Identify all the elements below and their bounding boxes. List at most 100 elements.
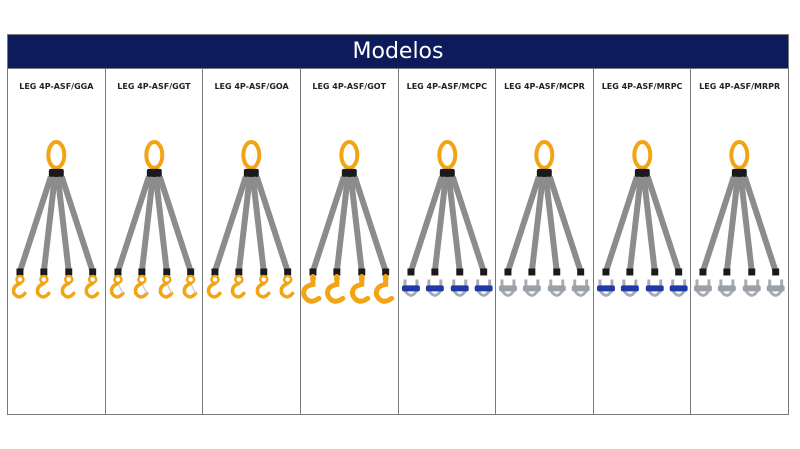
sling-illustration [596, 139, 688, 297]
model-column: LEG 4P-ASF/MRPR [691, 69, 788, 414]
swivel-hook-small-icon [231, 274, 246, 299]
sling-leg [114, 175, 152, 273]
leg-fitting [602, 268, 610, 276]
sling-leg [626, 176, 644, 272]
sling-illustration [207, 139, 295, 299]
leg-fitting [186, 268, 194, 276]
collar-icon [146, 168, 162, 178]
sling-illustration [301, 139, 395, 304]
sling-illustration [109, 139, 198, 299]
sling-leg [250, 176, 267, 272]
sling-illustration [499, 139, 590, 297]
sling-leg [602, 175, 640, 273]
leg-fitting [651, 268, 659, 276]
swivel-hook-small-icon [255, 274, 271, 299]
model-column: LEG 4P-ASF/MCPC [399, 69, 497, 414]
sling-leg [40, 176, 58, 272]
shackle-icon [743, 279, 762, 297]
large-hook-icon [349, 273, 371, 304]
master-link-icon [339, 139, 360, 170]
model-column: LEG 4P-ASF/GGA [8, 69, 106, 414]
model-column: LEG 4P-ASF/GOT [301, 69, 399, 414]
master-link-icon [729, 139, 750, 170]
model-label: LEG 4P-ASF/MRPC [601, 82, 683, 91]
sling-leg [449, 175, 487, 273]
sling-leg [738, 176, 756, 272]
shackle-icon [694, 279, 713, 297]
master-link-icon [632, 139, 653, 170]
master-link-icon [534, 139, 555, 170]
model-column: LEG 4P-ASF/MRPC [594, 69, 692, 414]
leg-fitting [455, 268, 463, 276]
swivel-hook-small-icon [279, 274, 295, 299]
swivel-hook-small-icon [35, 274, 51, 299]
collar-icon [244, 168, 260, 178]
swivel-hook-latch-icon [158, 274, 174, 299]
models-header: Modelos [8, 35, 788, 69]
sling-illustration [401, 139, 493, 297]
leg-fitting [162, 268, 170, 276]
swivel-hook-latch-icon [133, 274, 149, 299]
collar-icon [48, 168, 64, 178]
shackle-icon [547, 279, 566, 297]
collar-icon [341, 168, 357, 178]
shackle-icon [450, 279, 469, 297]
sling-leg [640, 176, 658, 272]
sling-leg [407, 175, 445, 273]
model-label: LEG 4P-ASF/GOA [214, 82, 289, 91]
master-link-icon [436, 139, 457, 170]
sling-leg [212, 175, 249, 273]
shackle-icon [571, 279, 590, 297]
shackle-icon [499, 279, 518, 297]
page-title: Modelos [352, 39, 444, 64]
sling-leg [254, 175, 291, 273]
leg-fitting [674, 268, 682, 276]
model-label: LEG 4P-ASF/MRPR [699, 82, 781, 91]
master-link-icon [241, 139, 262, 170]
shackle-icon [620, 279, 639, 297]
shackle-icon [401, 279, 420, 297]
leg-fitting [358, 268, 366, 276]
leg-fitting [309, 268, 317, 276]
sling-illustration [694, 139, 786, 297]
collar-icon [634, 168, 650, 178]
models-columns: LEG 4P-ASF/GGA LEG 4P-ASF/GGT LEG 4P-ASF/G… [8, 69, 788, 414]
leg-fitting [40, 268, 48, 276]
collar-icon [732, 168, 748, 178]
sling-leg [58, 175, 96, 273]
sling-leg [700, 175, 738, 273]
sling-leg [505, 175, 542, 273]
collar-icon [439, 168, 455, 178]
swivel-hook-small-icon [207, 274, 222, 299]
master-link-icon [143, 139, 164, 170]
sling-leg [333, 176, 351, 272]
shackle-icon [718, 279, 737, 297]
leg-fitting [406, 268, 414, 276]
swivel-hook-small-icon [60, 274, 76, 299]
sling-leg [236, 176, 254, 272]
sling-leg [542, 176, 560, 272]
leg-fitting [479, 268, 487, 276]
swivel-hook-latch-icon [109, 274, 125, 299]
sling-leg [17, 175, 54, 273]
model-label: LEG 4P-ASF/GGT [117, 82, 191, 91]
large-hook-icon [301, 273, 322, 304]
leg-fitting [211, 268, 219, 276]
sling-leg [431, 176, 449, 272]
sling-leg [138, 176, 156, 272]
swivel-hook-small-icon [11, 274, 27, 299]
leg-fitting [528, 268, 536, 276]
model-label: LEG 4P-ASF/MCPR [504, 82, 585, 91]
shackle-icon [474, 279, 493, 297]
sling-leg [742, 175, 779, 273]
leg-fitting [114, 268, 122, 276]
leg-fitting [504, 268, 512, 276]
leg-fitting [723, 268, 731, 276]
collar-icon [536, 168, 552, 178]
leg-fitting [65, 268, 73, 276]
shackle-icon [669, 279, 688, 297]
model-label: LEG 4P-ASF/MCPC [406, 82, 488, 91]
large-hook-icon [324, 273, 346, 304]
large-hook-icon [373, 273, 395, 304]
sling-leg [351, 175, 389, 273]
